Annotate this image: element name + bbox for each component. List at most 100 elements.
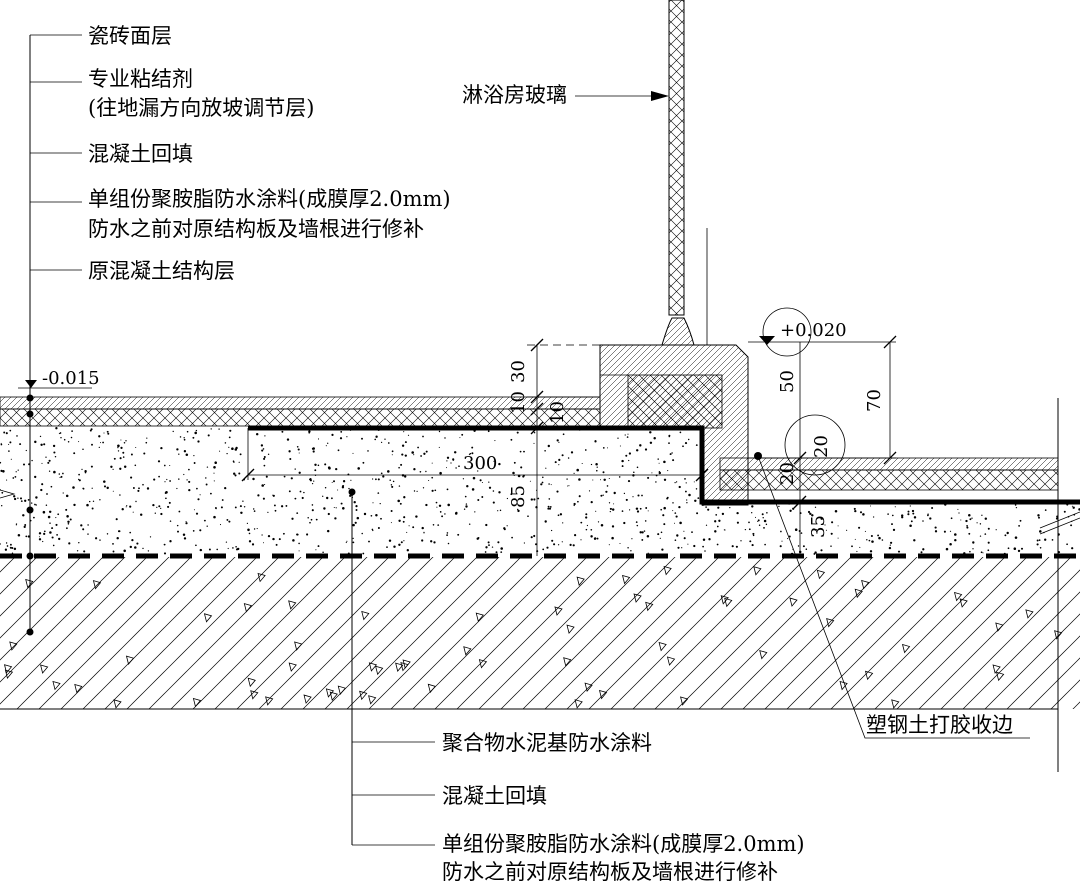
speckle bbox=[408, 525, 410, 527]
speckle bbox=[639, 444, 642, 447]
speckle bbox=[934, 530, 938, 533]
speckle bbox=[8, 450, 10, 452]
speckle bbox=[516, 431, 519, 434]
speckle bbox=[280, 505, 284, 508]
speckle bbox=[568, 485, 570, 487]
speckle bbox=[491, 546, 494, 548]
speckle bbox=[194, 431, 197, 435]
speckle bbox=[623, 492, 626, 495]
speckle bbox=[176, 524, 179, 527]
speckle bbox=[303, 491, 305, 494]
speckle bbox=[331, 481, 333, 483]
speckle bbox=[595, 510, 597, 512]
speckle bbox=[446, 460, 448, 462]
speckle bbox=[547, 507, 550, 510]
speckle bbox=[46, 493, 48, 495]
speckle bbox=[922, 520, 924, 522]
aggregate-mark bbox=[598, 689, 608, 700]
speckle bbox=[635, 507, 638, 510]
speckle bbox=[142, 483, 144, 486]
label-pu-coating: 单组份聚胺脂防水涂料(成膜厚2.0mm) bbox=[88, 187, 451, 211]
speckle bbox=[176, 448, 179, 451]
speckle bbox=[621, 510, 624, 512]
aggregate-mark bbox=[566, 624, 575, 634]
speckle bbox=[754, 516, 757, 518]
speckle bbox=[20, 500, 23, 502]
dim-30: 30 bbox=[508, 360, 529, 383]
speckle bbox=[282, 532, 285, 535]
speckle bbox=[60, 475, 63, 478]
speckle bbox=[149, 536, 152, 538]
speckle bbox=[920, 551, 923, 554]
speckle bbox=[4, 548, 8, 551]
speckle bbox=[402, 520, 405, 523]
speckle bbox=[214, 461, 217, 464]
speckle bbox=[494, 440, 496, 442]
speckle bbox=[283, 475, 286, 478]
speckle bbox=[112, 550, 115, 553]
speckle bbox=[678, 505, 681, 509]
aggregate-mark bbox=[680, 696, 689, 706]
speckle bbox=[422, 487, 425, 489]
aggregate-mark bbox=[759, 650, 768, 660]
speckle bbox=[119, 457, 122, 460]
speckle bbox=[1019, 519, 1022, 522]
speckle bbox=[38, 538, 42, 541]
speckle bbox=[129, 545, 132, 549]
speckle bbox=[950, 517, 953, 520]
speckle bbox=[388, 539, 392, 542]
speckle bbox=[660, 531, 663, 534]
speckle bbox=[866, 539, 868, 541]
speckle bbox=[298, 452, 300, 454]
leader-dot bbox=[348, 488, 356, 496]
speckle bbox=[84, 471, 87, 474]
speckle bbox=[578, 478, 581, 481]
speckle bbox=[398, 466, 400, 469]
speckle bbox=[240, 511, 243, 515]
speckle bbox=[495, 551, 498, 554]
speckle bbox=[322, 495, 324, 497]
speckle bbox=[132, 487, 135, 489]
speckle bbox=[213, 515, 216, 519]
speckle bbox=[248, 532, 251, 535]
speckle bbox=[1066, 543, 1068, 546]
speckle bbox=[203, 519, 206, 522]
speckle bbox=[35, 496, 38, 499]
aggregate-mark bbox=[478, 659, 488, 669]
speckle bbox=[603, 478, 606, 482]
speckle bbox=[596, 469, 598, 472]
speckle bbox=[208, 548, 211, 551]
aggregate-mark bbox=[368, 695, 377, 705]
speckle bbox=[326, 496, 329, 500]
speckle bbox=[584, 449, 587, 451]
speckle bbox=[439, 511, 442, 513]
speckle bbox=[530, 536, 533, 539]
speckle bbox=[311, 447, 314, 450]
speckle bbox=[830, 532, 833, 535]
speckle bbox=[547, 505, 550, 508]
speckle bbox=[658, 471, 662, 475]
speckle bbox=[891, 523, 893, 526]
speckle bbox=[548, 507, 552, 510]
aggregate-mark bbox=[901, 643, 911, 654]
speckle bbox=[621, 459, 624, 463]
speckle bbox=[457, 533, 460, 536]
speckle bbox=[41, 462, 43, 464]
speckle bbox=[881, 539, 884, 541]
speckle bbox=[957, 508, 959, 510]
aggregate-mark bbox=[584, 682, 593, 693]
speckle bbox=[1038, 516, 1040, 519]
speckle bbox=[169, 520, 172, 522]
speckle bbox=[891, 514, 894, 517]
speckle bbox=[298, 542, 300, 545]
speckle bbox=[309, 521, 311, 524]
speckle bbox=[577, 500, 579, 503]
speckle bbox=[404, 441, 407, 444]
speckle bbox=[9, 441, 12, 444]
speckle bbox=[235, 446, 238, 450]
speckle bbox=[830, 545, 832, 547]
speckle bbox=[172, 430, 174, 433]
aggregate-mark bbox=[554, 606, 563, 616]
speckle bbox=[969, 518, 972, 521]
speckle bbox=[965, 519, 968, 523]
